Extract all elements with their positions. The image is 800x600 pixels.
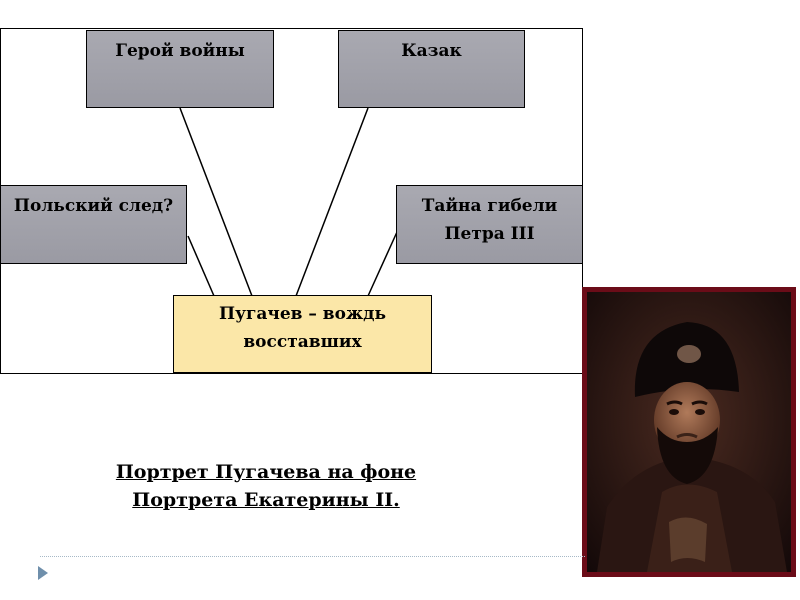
box-polish-trace-label: Польский след? [13, 196, 174, 216]
play-arrow-icon[interactable] [38, 566, 48, 580]
slide-caption: Портрет Пугачева на фоне Портрета Екатер… [86, 458, 446, 514]
box-pugachev-leader-line1: Пугачев – вождь [219, 304, 386, 324]
pugachev-portrait [582, 287, 796, 577]
connector-cossack [295, 107, 369, 297]
box-peter-death-line1: Тайна гибели [421, 196, 558, 216]
box-pugachev-leader-line2: восставших [243, 332, 362, 352]
box-pugachev-leader: Пугачев – вождь восставших [173, 295, 432, 373]
connector-peter [367, 231, 398, 297]
footer-divider [40, 556, 585, 557]
caption-line2: Портрета Екатерины II. [132, 489, 400, 511]
box-war-hero-label: Герой войны [115, 41, 245, 61]
box-peter-death: Тайна гибели Петра III [396, 185, 583, 264]
portrait-image [587, 292, 791, 572]
box-cossack: Казак [338, 30, 525, 108]
box-war-hero: Герой войны [86, 30, 274, 108]
connector-polish [187, 235, 215, 297]
box-cossack-label: Казак [401, 41, 462, 61]
box-polish-trace: Польский след? [0, 185, 187, 264]
box-peter-death-line2: Петра III [444, 224, 535, 244]
connector-hero [179, 107, 253, 297]
caption-line1: Портрет Пугачева на фоне [115, 461, 417, 483]
